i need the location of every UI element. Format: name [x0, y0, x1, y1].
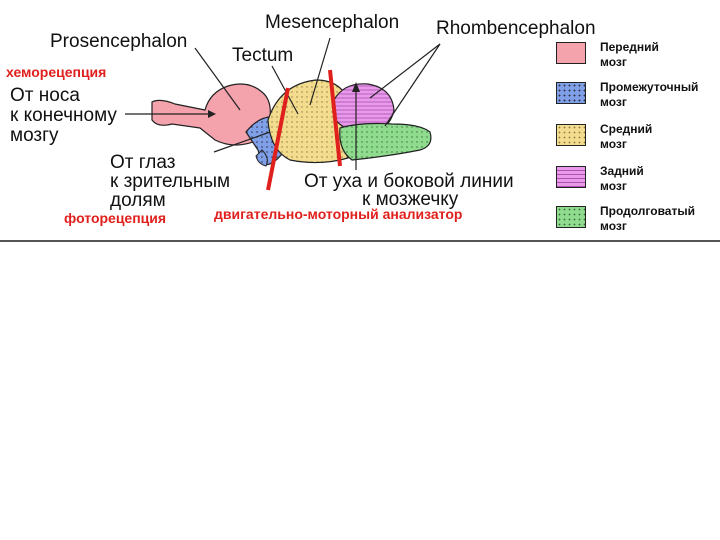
label-photoreception: фоторецепция — [64, 210, 167, 226]
label-nose-2: к конечному — [10, 105, 117, 126]
medulla-swatch-icon — [556, 206, 586, 228]
label-eye-1: От глаз — [110, 152, 176, 173]
legend-item-midbrain: Средний мозг — [556, 122, 716, 156]
legend-label: Передний мозг — [600, 40, 659, 69]
nose-arrowhead — [208, 110, 216, 118]
label-chemoreception: хеморецепция — [6, 64, 107, 80]
label-eye-2: к зрительным — [110, 171, 231, 192]
divider-line — [0, 240, 720, 242]
legend-item-diencephalon: Промежуточный мозг — [556, 80, 716, 114]
legend-label: Продолговатый мозг — [600, 204, 695, 233]
brain-illustration — [125, 37, 441, 191]
legend-label: Промежуточный мозг — [600, 80, 699, 109]
legend-label: Задний мозг — [600, 164, 644, 193]
label-nose-1: От носа — [10, 85, 80, 106]
legend-item-hindbrain: Задний мозг — [556, 164, 716, 198]
diencephalon-swatch-icon — [556, 82, 586, 104]
label-rhombencephalon: Rhombencephalon — [436, 18, 596, 39]
medulla-shape — [339, 122, 432, 161]
label-tectum: Tectum — [232, 45, 294, 66]
label-prosencephalon: Prosencephalon — [50, 31, 188, 52]
label-ear-1: От уха и боковой линии — [304, 171, 514, 192]
hindbrain-swatch-icon — [556, 166, 586, 188]
label-mesencephalon: Mesencephalon — [265, 12, 400, 33]
ear-arrowhead — [352, 82, 360, 92]
label-motor-analyzer: двигательно-моторный анализатор — [214, 206, 463, 222]
pituitary-shape — [255, 149, 268, 167]
red-line-right — [328, 69, 342, 167]
red-line-left — [266, 87, 290, 191]
brain-diagram: Prosencephalon Mesencephalon Rhombenceph… — [0, 0, 720, 245]
forebrain-swatch-icon — [556, 42, 586, 64]
label-nose-3: мозгу — [10, 125, 59, 146]
legend-item-medulla: Продолговатый мозг — [556, 204, 716, 238]
midbrain-swatch-icon — [556, 124, 586, 146]
label-eye-3: долям — [110, 190, 166, 211]
label-ear-2: к мозжечку — [362, 189, 459, 210]
legend-item-forebrain: Передний мозг — [556, 40, 716, 74]
legend-label: Средний мозг — [600, 122, 653, 151]
